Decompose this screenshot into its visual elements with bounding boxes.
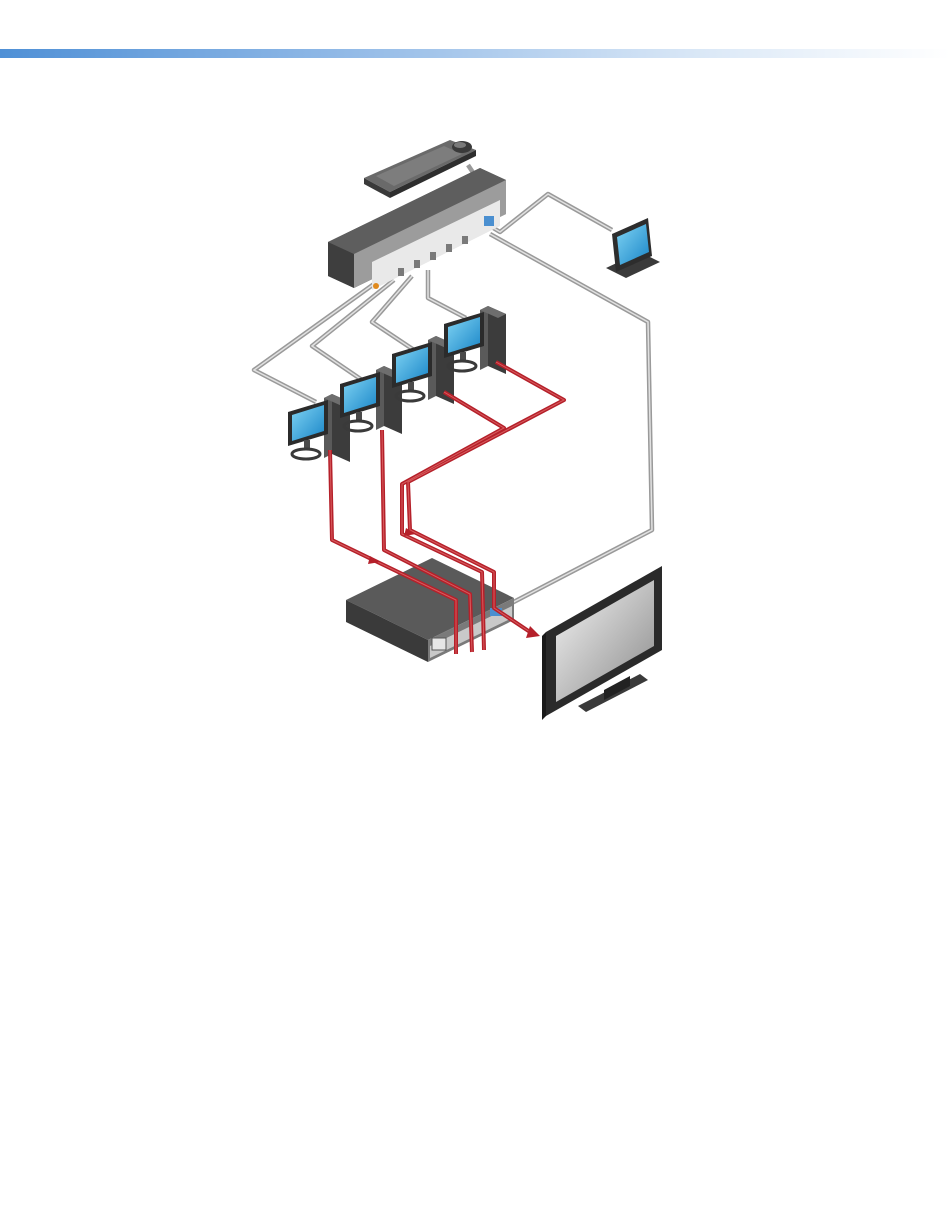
control-cable-4 [428, 270, 466, 318]
kvm-switcher [328, 168, 506, 290]
touch-panel [606, 218, 660, 278]
mouse-icon [452, 141, 472, 153]
power-led-icon [373, 283, 379, 289]
control-cable-processor [490, 234, 652, 606]
flat-panel-display [542, 566, 662, 720]
arrow-icon [526, 626, 540, 638]
